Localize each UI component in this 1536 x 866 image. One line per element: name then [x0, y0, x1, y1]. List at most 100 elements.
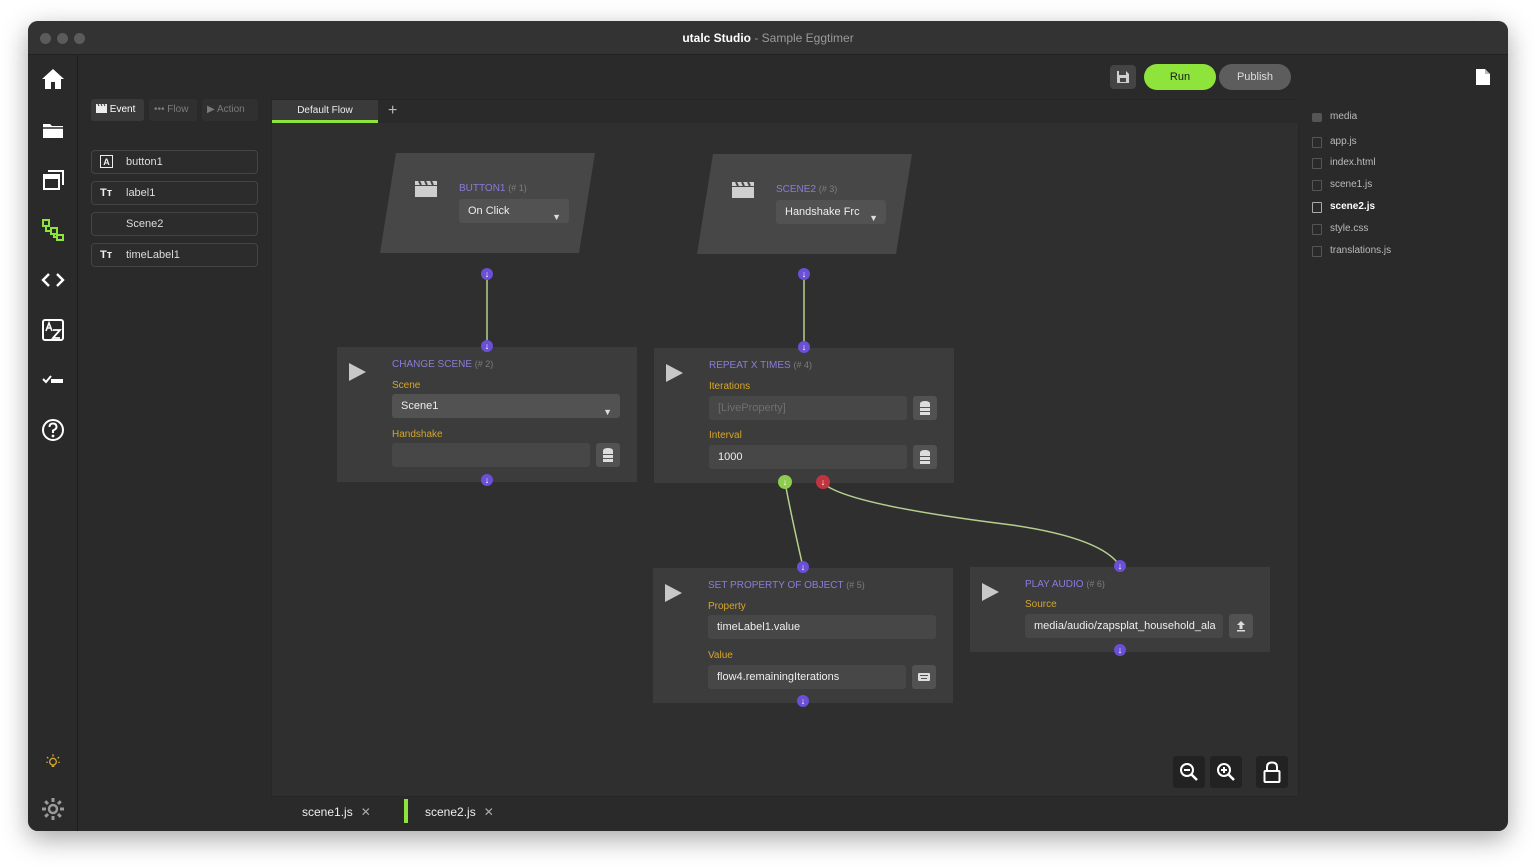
close-icon[interactable]: ✕: [360, 805, 371, 819]
output-port[interactable]: ↓: [797, 695, 809, 707]
file-item[interactable]: style.css: [1312, 221, 1368, 237]
close-icon[interactable]: ✕: [483, 805, 494, 819]
flow-icon[interactable]: [41, 218, 65, 242]
input-port[interactable]: ↓: [1114, 560, 1126, 572]
minimize-window-button[interactable]: [57, 33, 68, 44]
app-name: utalc Studio: [682, 31, 751, 45]
gear-icon[interactable]: [41, 797, 65, 821]
tab-event[interactable]: Event: [91, 99, 144, 121]
tab-flow[interactable]: ••• Flow: [149, 99, 197, 121]
zoom-out-button[interactable]: [1173, 756, 1205, 788]
input-port[interactable]: ↓: [798, 341, 810, 353]
component-label: label1: [126, 187, 156, 199]
event-title: SCENE2 (# 3): [776, 184, 838, 195]
tab-default-flow[interactable]: Default Flow: [272, 100, 378, 123]
editor-tab-label: scene1.js: [302, 805, 353, 819]
scene-select[interactable]: Scene1▼: [392, 394, 620, 418]
scenes-icon[interactable]: [41, 168, 65, 192]
play-icon[interactable]: [982, 583, 999, 601]
tab-action[interactable]: ▶ Action: [202, 99, 258, 121]
top-toolbar: Run Publish: [79, 55, 1508, 99]
done-output-port[interactable]: ↓: [816, 475, 830, 489]
database-button[interactable]: [913, 445, 937, 469]
save-icon: [1117, 71, 1129, 83]
play-icon[interactable]: [349, 363, 366, 381]
file-icon: [1312, 224, 1322, 235]
component-label: timeLabel1: [126, 249, 180, 261]
run-button[interactable]: Run: [1144, 64, 1216, 90]
value-input[interactable]: flow4.remainingIterations: [708, 665, 906, 689]
event-select[interactable]: Handshake Frc▼: [776, 200, 886, 224]
folder-icon[interactable]: [41, 118, 65, 142]
lock-button[interactable]: [1256, 756, 1288, 788]
tab-action-label: Action: [216, 104, 245, 115]
tab-event-label: Event: [109, 104, 136, 115]
output-port[interactable]: ↓: [481, 474, 493, 486]
node-set-property[interactable]: SET PROPERTY OF OBJECT (# 5) Property ti…: [653, 568, 953, 703]
help-icon[interactable]: [41, 418, 65, 442]
handshake-input[interactable]: [392, 443, 590, 467]
translation-icon[interactable]: [41, 318, 65, 342]
output-port[interactable]: ↓: [481, 268, 493, 280]
tab-flow-label: Flow: [167, 104, 189, 115]
file-panel: media app.js index.html scene1.js scene2…: [1299, 99, 1508, 831]
database-button[interactable]: [596, 443, 620, 467]
lightbulb-icon[interactable]: [45, 753, 61, 769]
iterations-input[interactable]: [LiveProperty]: [709, 396, 907, 420]
close-window-button[interactable]: [40, 33, 51, 44]
database-button[interactable]: [913, 396, 937, 420]
home-icon[interactable]: [41, 67, 65, 91]
output-port[interactable]: ↓: [798, 268, 810, 280]
event-node-button1[interactable]: BUTTON1 (# 1) On Click▼: [380, 153, 595, 253]
publish-button[interactable]: Publish: [1219, 64, 1291, 90]
database-icon: [920, 401, 930, 415]
interval-input[interactable]: 1000: [709, 445, 907, 469]
file-icon: [1312, 137, 1322, 148]
file-item[interactable]: scene1.js: [1312, 177, 1372, 193]
chevron-down-icon: ▼: [869, 213, 878, 223]
event-title: BUTTON1 (# 1): [459, 183, 527, 194]
editor-tab-scene1[interactable]: scene1.js ✕: [302, 799, 371, 825]
left-navigation: [28, 55, 78, 831]
zoom-in-button[interactable]: [1210, 756, 1242, 788]
play-icon[interactable]: [665, 584, 682, 602]
property-input[interactable]: timeLabel1.value: [708, 615, 936, 639]
text-type-icon: Tт: [100, 249, 113, 261]
checklist-icon[interactable]: [41, 368, 65, 392]
event-select[interactable]: On Click▼: [459, 199, 569, 223]
zoom-out-icon: [1180, 763, 1198, 781]
maximize-window-button[interactable]: [74, 33, 85, 44]
file-item-media[interactable]: media: [1312, 109, 1357, 125]
file-item[interactable]: app.js: [1312, 134, 1357, 150]
connection-line: [821, 481, 1121, 567]
keyboard-button[interactable]: [912, 665, 936, 689]
component-item[interactable]: Tт timeLabel1: [91, 243, 258, 267]
flow-canvas[interactable]: Default Flow + BUTTON1 (# 1) On Click▼ ↓…: [271, 99, 1300, 797]
save-button[interactable]: [1110, 65, 1136, 89]
flow-dots-icon: •••: [154, 104, 165, 115]
component-item[interactable]: Scene2: [91, 212, 258, 236]
node-repeat-x-times[interactable]: REPEAT X TIMES (# 4) Iterations [LivePro…: [654, 348, 954, 483]
node-change-scene[interactable]: CHANGE SCENE (# 2) Scene Scene1▼ Handsha…: [337, 347, 637, 482]
file-item-active[interactable]: scene2.js: [1312, 199, 1375, 215]
button-type-icon: A: [100, 155, 113, 168]
source-input[interactable]: media/audio/zapsplat_household_ala: [1025, 614, 1223, 638]
document-icon[interactable]: [1475, 68, 1491, 86]
event-node-scene2[interactable]: SCENE2 (# 3) Handshake Frc▼: [697, 154, 912, 254]
output-port[interactable]: ↓: [1114, 644, 1126, 656]
code-icon[interactable]: [41, 268, 65, 292]
editor-tab-scene2[interactable]: scene2.js✕: [425, 799, 494, 825]
upload-button[interactable]: [1229, 614, 1253, 638]
input-port[interactable]: ↓: [797, 561, 809, 573]
input-port[interactable]: ↓: [481, 340, 493, 352]
file-icon: [1312, 180, 1322, 191]
loop-output-port[interactable]: ↓: [778, 475, 792, 489]
add-flow-tab-button[interactable]: +: [388, 102, 398, 119]
file-item[interactable]: index.html: [1312, 155, 1376, 171]
node-play-audio[interactable]: PLAY AUDIO (# 6) Source media/audio/zaps…: [970, 567, 1270, 652]
connection-line: [784, 481, 804, 568]
play-icon[interactable]: [666, 364, 683, 382]
file-item[interactable]: translations.js: [1312, 243, 1391, 259]
